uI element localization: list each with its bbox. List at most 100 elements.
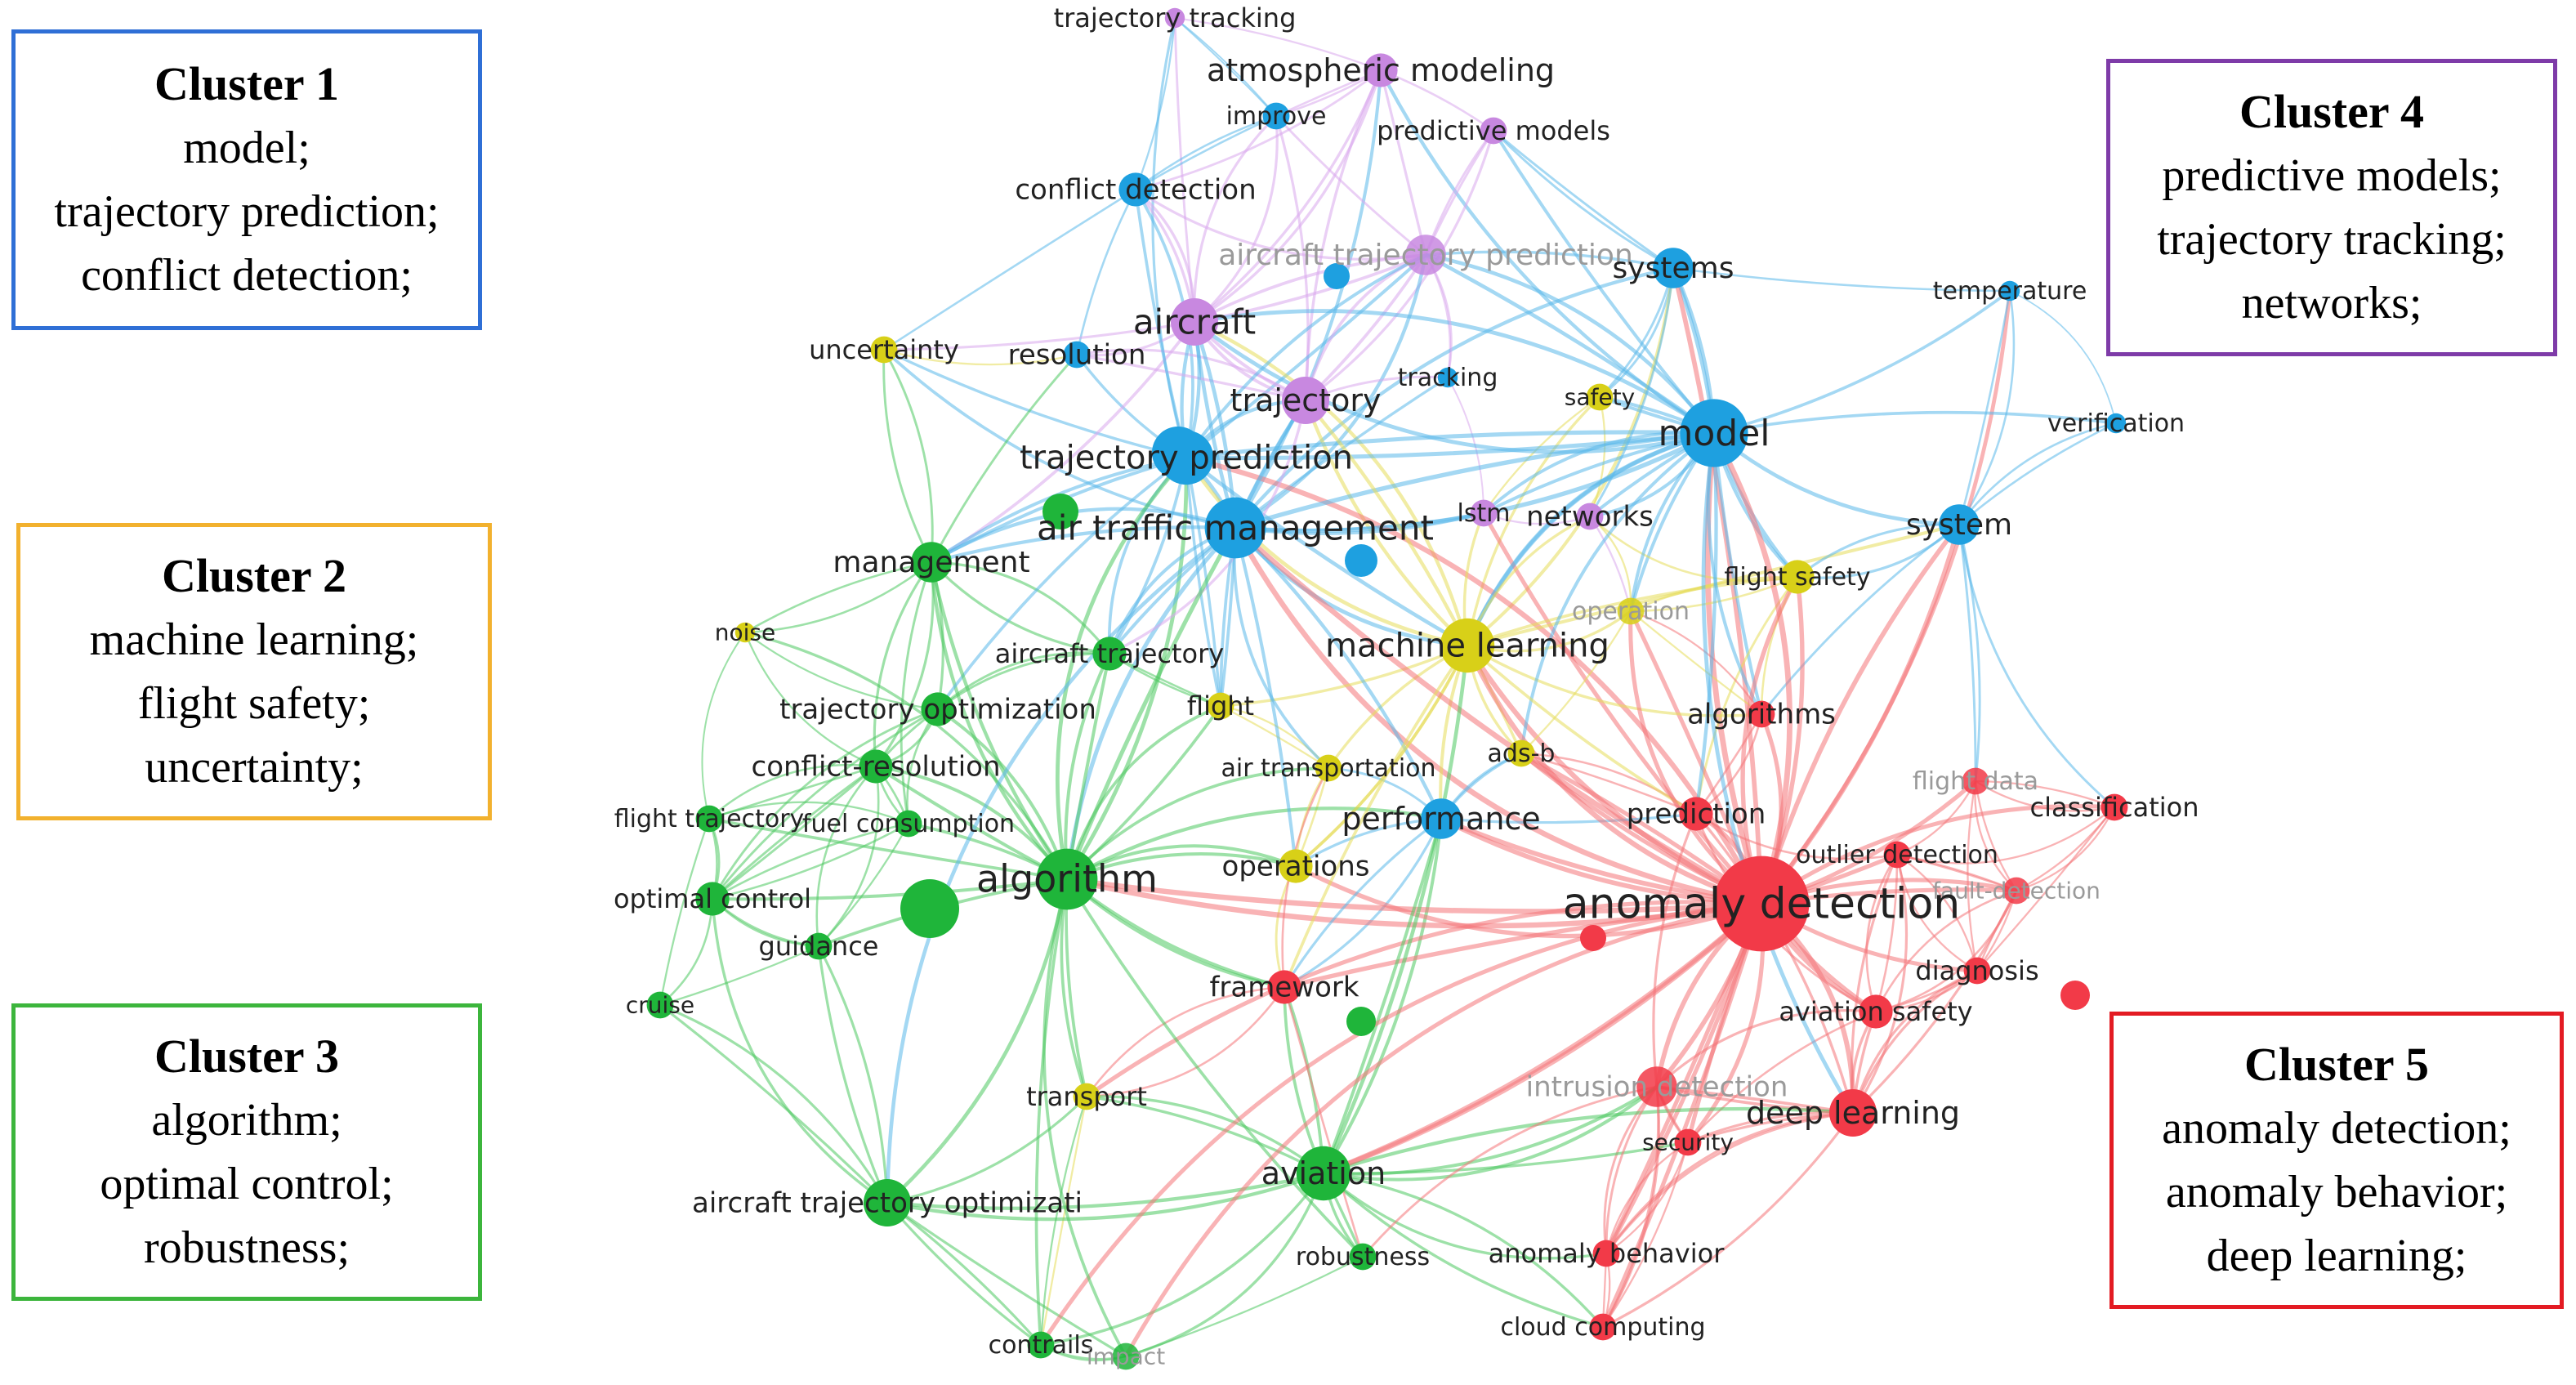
network-link [1234,254,1428,529]
network-link [744,561,932,634]
node-label: diagnosis [1915,955,2038,986]
network-link [712,765,877,900]
node-label: management [833,546,1029,579]
network-node [2101,793,2128,821]
network-node [695,882,730,916]
network-link [1174,17,1277,117]
network-link [1655,1008,1877,1088]
cluster-2-line-2: flight safety; [137,678,371,729]
network-node [921,692,955,726]
network-link [1055,456,1188,880]
network-node [1829,1089,1877,1137]
network-node [1349,1243,1377,1271]
network-node [1164,7,1185,29]
network-link [712,822,909,900]
network-link [1075,189,1137,355]
network-link [1086,1095,1325,1175]
network-link [1234,266,1674,529]
network-node [1859,994,1893,1029]
network-node [911,542,952,583]
network-node [1962,767,1989,795]
node-label: verification [2047,409,2185,438]
node-label: conflict-resolution [752,751,1001,784]
network-link [708,763,877,820]
node-label: predictive models [1377,115,1610,146]
node-label: trajectory prediction [1020,440,1353,477]
node-label: tracking [1398,364,1498,392]
network-link [929,561,1069,881]
network-node-bubble [1346,1007,1376,1036]
network-node [1118,172,1153,207]
network-link [1323,1172,1605,1329]
network-link [1865,854,1899,1012]
network-link [930,354,1078,563]
network-node [1207,692,1234,720]
network-node [1073,1083,1100,1110]
node-label: temperature [1933,277,2087,306]
network-link [886,1201,1042,1347]
network-link [1974,780,2017,891]
network-link [711,898,888,1204]
network-link [1108,457,1188,655]
network-link [1588,267,1675,517]
network-link [1194,320,1470,646]
network-links [659,16,2117,1362]
cluster-2-line-3: uncertainty; [145,742,364,793]
network-link [815,766,877,947]
node-label: anomaly behavior [1489,1238,1726,1269]
cluster-2-title: Cluster 2 [161,549,347,602]
network-node [1364,53,1398,87]
cluster-2-line-1: machine learning; [89,614,419,665]
network-link [1760,523,1960,715]
network-link [711,708,939,900]
network-node [1883,841,1911,869]
network-node [1713,856,1810,952]
node-label: air traffic management [1037,507,1434,547]
network-link [1712,432,1763,715]
network-node [1999,280,2020,302]
network-link [1125,1255,1364,1358]
node-label: transport [1026,1081,1147,1112]
network-link [1605,1086,1659,1254]
network-link [1185,253,1426,459]
network-node [859,749,893,784]
network-link [937,651,1110,711]
network-node [1470,499,1498,527]
network-link [1194,69,1382,324]
network-node [1592,1240,1620,1267]
network-link [1234,526,1443,820]
node-label: aircraft trajectory prediction [1218,239,1633,272]
network-link [708,801,909,825]
cluster-5-line-1: anomaly detection; [2162,1103,2511,1154]
node-label: noise [715,619,775,646]
network-link [1958,524,1977,782]
network-link [1185,456,1469,647]
network-link [1759,523,1962,905]
network-link [1604,903,1764,1255]
network-node [1315,754,1342,782]
network-link [1481,512,1763,905]
network-link [1967,780,1979,972]
network-link [1085,985,1285,1097]
network-node [895,810,922,838]
network-node [1112,1343,1140,1370]
network-link [1630,575,1798,613]
network-link [886,1201,1127,1358]
network-link [1194,309,1716,435]
network-link [1065,878,1364,1258]
network-link [1323,1106,1854,1176]
node-label: algorithms [1687,699,1836,731]
network-link [659,1003,889,1204]
network-link [1322,1172,1607,1260]
node-label: algorithm [976,857,1158,901]
network-link [659,818,711,1006]
network-link [1896,853,2017,892]
network-link [1601,903,1764,1329]
network-link [817,945,889,1204]
network-link [744,561,932,634]
network-link [886,1171,1324,1210]
cluster-1-line-1: model; [183,123,310,173]
network-link [1040,1172,1325,1347]
network-link [882,349,934,563]
network-link [1874,889,2017,1012]
